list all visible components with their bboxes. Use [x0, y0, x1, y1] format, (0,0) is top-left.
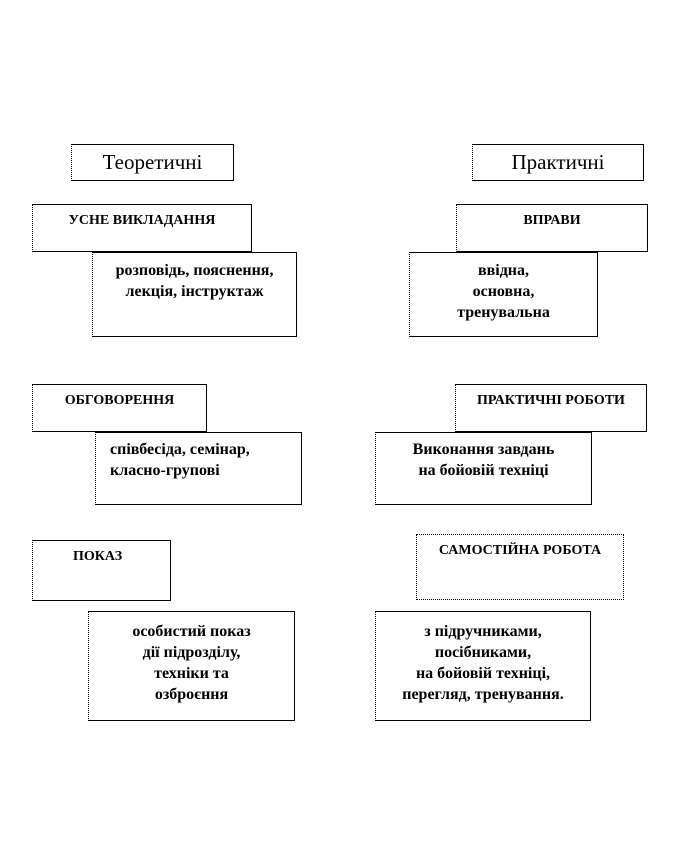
- heading-theoretical: Теоретичні: [71, 144, 234, 181]
- detail-line: розповідь, пояснення,: [115, 262, 274, 279]
- category-oral-teaching: УСНЕ ВИКЛАДАННЯ: [32, 204, 252, 252]
- detail-line: Виконання завдань: [412, 441, 555, 458]
- detail-line: основна,: [472, 283, 535, 300]
- details-discussion: співбесіда, семінар, класно-групові: [95, 432, 302, 505]
- detail-line: особистий показ: [132, 623, 251, 640]
- category-demonstration: ПОКАЗ: [32, 540, 171, 601]
- category-exercises: ВПРАВИ: [456, 204, 648, 252]
- detail-line: ввідна,: [477, 262, 530, 279]
- detail-line: з підручниками,: [424, 623, 542, 640]
- category-discussion: ОБГОВОРЕННЯ: [32, 384, 207, 432]
- detail-line: співбесіда, семінар,: [110, 441, 250, 458]
- detail-line: на бойовій техніці: [418, 462, 549, 479]
- detail-line: перегляд, тренування.: [402, 686, 564, 703]
- details-independent-work: з підручниками, посібниками, на бойовій …: [375, 611, 591, 721]
- details-demonstration: особистий показ дії підрозділу, техніки …: [88, 611, 295, 721]
- detail-line: на бойовій техніці,: [415, 665, 551, 682]
- details-exercises: ввідна, основна, тренувальна: [409, 252, 598, 337]
- detail-line: класно-групові: [110, 462, 220, 479]
- detail-line: посібниками,: [434, 644, 532, 661]
- category-practical-work: ПРАКТИЧНІ РОБОТИ: [455, 384, 647, 432]
- details-practical-work: Виконання завдань на бойовій техніці: [375, 432, 592, 505]
- detail-line: дії підрозділу,: [142, 644, 241, 661]
- detail-line: тренувальна: [457, 304, 550, 321]
- detail-line: озброєння: [154, 686, 229, 703]
- detail-line: техніки та: [154, 665, 229, 682]
- category-independent-work: САМОСТІЙНА РОБОТА: [416, 534, 624, 600]
- heading-practical: Практичні: [472, 144, 644, 181]
- details-oral-teaching: розповідь, пояснення, лекція, інструктаж: [92, 252, 297, 337]
- detail-line: лекція, інструктаж: [125, 283, 264, 300]
